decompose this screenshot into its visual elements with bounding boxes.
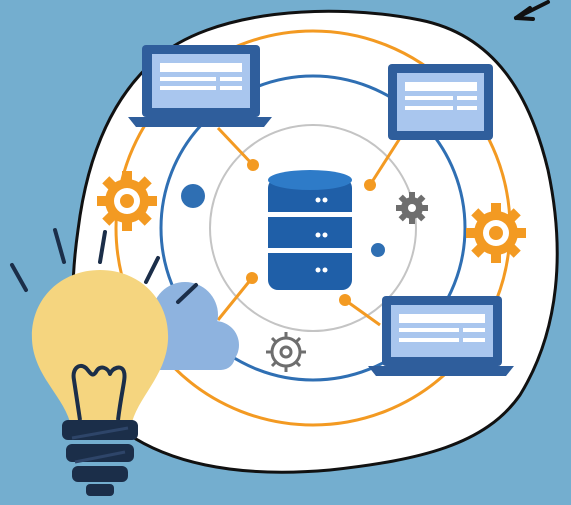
laptop-icon [128,45,272,127]
arrow-icon [514,0,550,21]
blue-dot [181,184,205,208]
monitor-icon [388,64,493,140]
database-icon [268,170,352,290]
light-rays [10,228,198,304]
gear-icon [97,171,157,231]
connector-lines [216,126,404,327]
gear-icon [396,192,428,224]
gear-icon [266,332,306,372]
lightbulb-icon [31,270,169,496]
gear-icon [466,203,526,263]
blue-dot [371,243,385,257]
middle-ring [159,74,467,382]
connector-dots [246,159,376,306]
inner-ring [209,124,417,332]
laptop-icon [368,296,514,376]
